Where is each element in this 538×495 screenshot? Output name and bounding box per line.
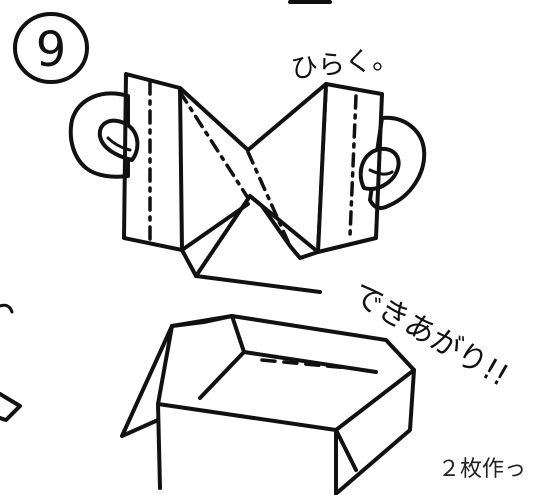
left-hand-icon [68,91,140,179]
instruction-open-label: ひらく。 [289,43,400,85]
completion-label: できあがり!! [346,277,514,394]
step-number-badge: 9 [13,12,89,84]
cropped-left-mark [0,303,14,314]
folded-paper [122,72,384,294]
step-circle [13,12,89,84]
right-hand-icon [358,115,427,210]
cropped-left-figure [0,392,22,422]
footnote-text: ２枚作っ [438,457,527,482]
finished-box [120,314,416,495]
step-number: 9 [36,22,67,78]
